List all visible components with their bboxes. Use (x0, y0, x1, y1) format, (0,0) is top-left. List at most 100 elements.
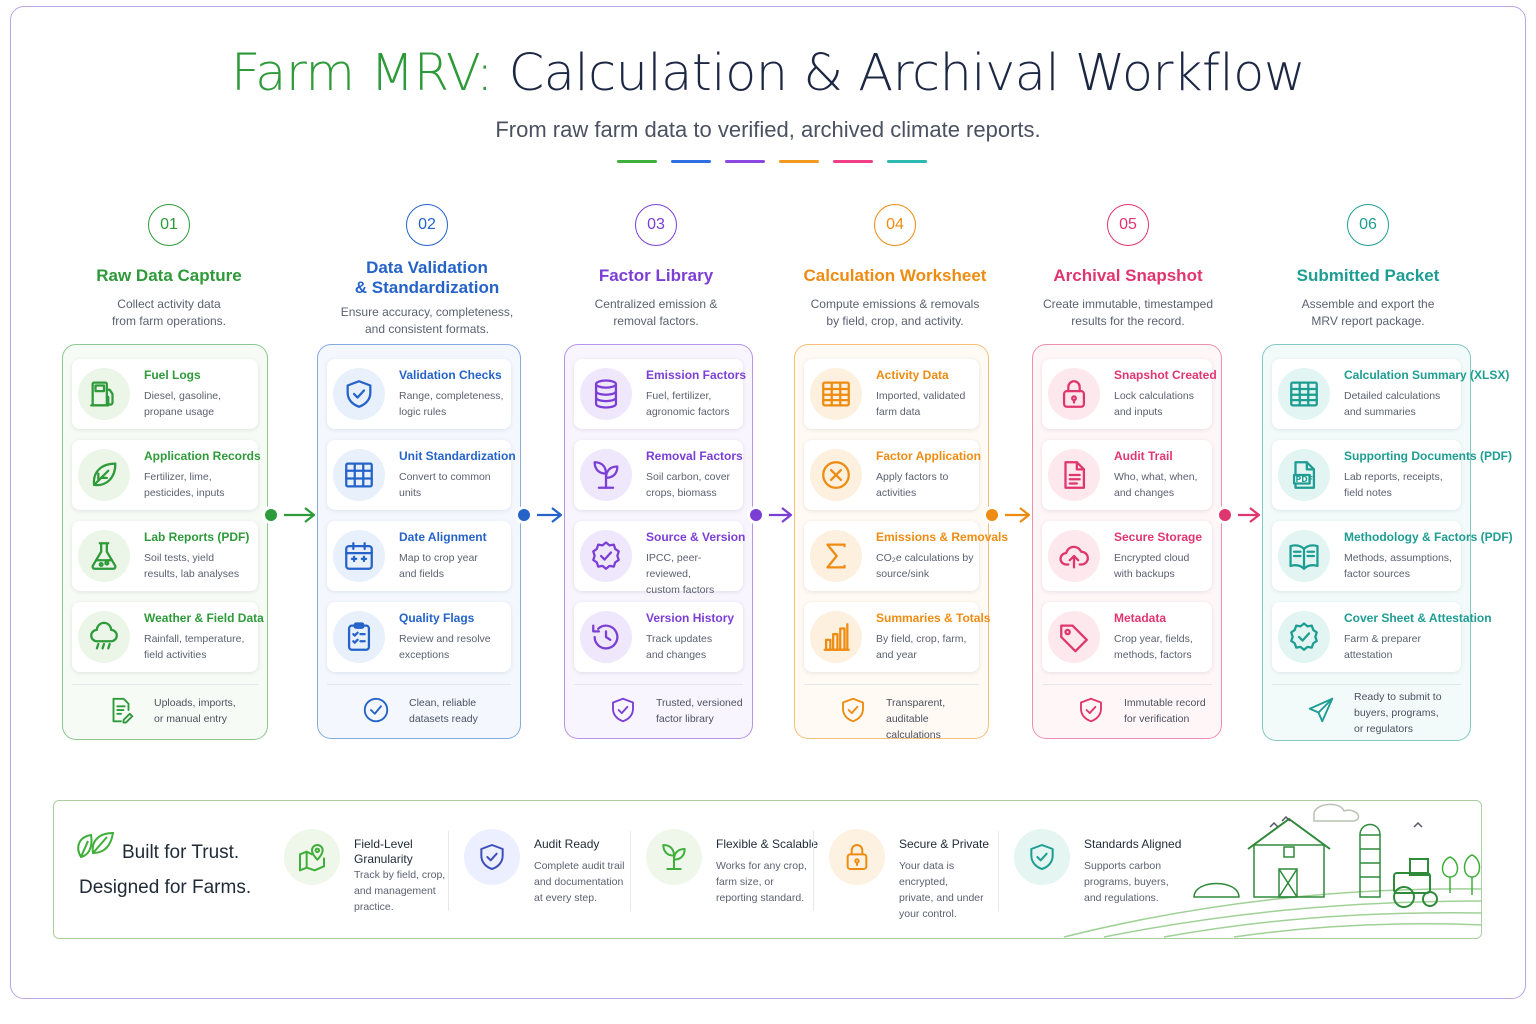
feature-title-line-1: Field-Level (354, 837, 413, 851)
item-title: Source & Version (646, 530, 746, 544)
feature-description-line-1: Complete audit trail (534, 860, 625, 872)
step-description: Ensure accuracy, completeness,and consis… (297, 304, 557, 338)
shield-check-icon (842, 697, 864, 723)
item-description-line-1: Apply factors to (876, 471, 949, 483)
item-title: Supporting Documents (PDF) (1344, 449, 1512, 463)
step-footer: Clean, reliable datasets ready (327, 684, 511, 737)
feature-title-line-2: Granularity (354, 852, 413, 866)
item-title: Snapshot Created (1114, 368, 1217, 382)
step-title: Calculation Worksheet (765, 266, 1025, 286)
page-title: Farm MRV: Calculation & Archival Workflo… (0, 44, 1536, 103)
item-description: By field, crop, farm,and year (876, 631, 975, 663)
item-title: Removal Factors (646, 449, 743, 463)
item-icon-wrap (580, 368, 632, 420)
item-description-line-1: IPCC, peer-reviewed, (646, 552, 702, 580)
spreadsheet-icon (822, 381, 850, 407)
item-icon-wrap (333, 449, 385, 501)
feature-title-line-1: Audit Ready (534, 837, 600, 851)
item-description-line-2: activities (876, 487, 917, 499)
step-title: Archival Snapshot (998, 266, 1258, 286)
step-description-line-1: Centralized emission & (594, 297, 718, 311)
step-description-line-1: Assemble and export the (1301, 297, 1435, 311)
item-icon-wrap: PDF (1278, 449, 1330, 501)
step-item[interactable]: Calculation Summary (XLSX)Detailed calcu… (1272, 359, 1509, 429)
item-description-line-1: Convert to common (399, 471, 491, 483)
step-title-line-1: Data Validation (366, 258, 488, 277)
check-circle-icon (363, 697, 389, 723)
map-pin-icon (299, 844, 325, 872)
item-description-line-1: Rainfall, temperature, (144, 633, 245, 645)
footer-line-2: datasets ready (409, 713, 478, 725)
item-title: Methodology & Factors (PDF) (1344, 530, 1513, 544)
step-title-line-1: Raw Data Capture (96, 266, 242, 285)
item-icon-wrap (1048, 611, 1100, 663)
item-icon-wrap (1278, 530, 1330, 582)
item-description-line-2: methods, factors (1114, 649, 1192, 661)
feature-icon-wrap (829, 829, 885, 885)
item-icon-wrap (333, 530, 385, 582)
feature-icon-wrap (464, 829, 520, 885)
page-subtitle: From raw farm data to verified, archived… (495, 117, 1041, 142)
item-title: Factor Application (876, 449, 981, 463)
paper-plane-icon (1308, 697, 1334, 723)
item-description-line-2: logic rules (399, 406, 447, 418)
feature-title: Audit Ready (534, 837, 599, 852)
flow-arrow (745, 503, 794, 527)
step-footer: Uploads, imports,or manual entry (72, 684, 258, 738)
feature-divider (813, 831, 814, 911)
feature-divider (630, 831, 631, 911)
footer-text: Uploads, imports,or manual entry (154, 695, 236, 727)
database-icon (594, 379, 618, 409)
trust-line-1: Built for Trust. (122, 842, 240, 863)
item-description-line-2: agronomic factors (646, 406, 730, 418)
farm-illustration (1064, 803, 1481, 938)
shield-check-icon (346, 380, 372, 408)
step-item[interactable]: Methodology & Factors (PDF)Methods, assu… (1272, 521, 1513, 591)
footer-line-1: Clean, reliable (409, 697, 477, 709)
leaves-icon (77, 831, 115, 859)
item-icon-wrap (78, 530, 130, 582)
item-description-line-2: pesticides, inputs (144, 487, 225, 499)
flask-icon (91, 542, 117, 570)
item-description-line-2: results, lab analyses (144, 568, 240, 580)
footer-line-3: or regulators (1354, 723, 1413, 735)
open-book-icon (1289, 544, 1319, 570)
shield-check-icon (1030, 844, 1054, 870)
bar-chart-icon (823, 623, 850, 651)
